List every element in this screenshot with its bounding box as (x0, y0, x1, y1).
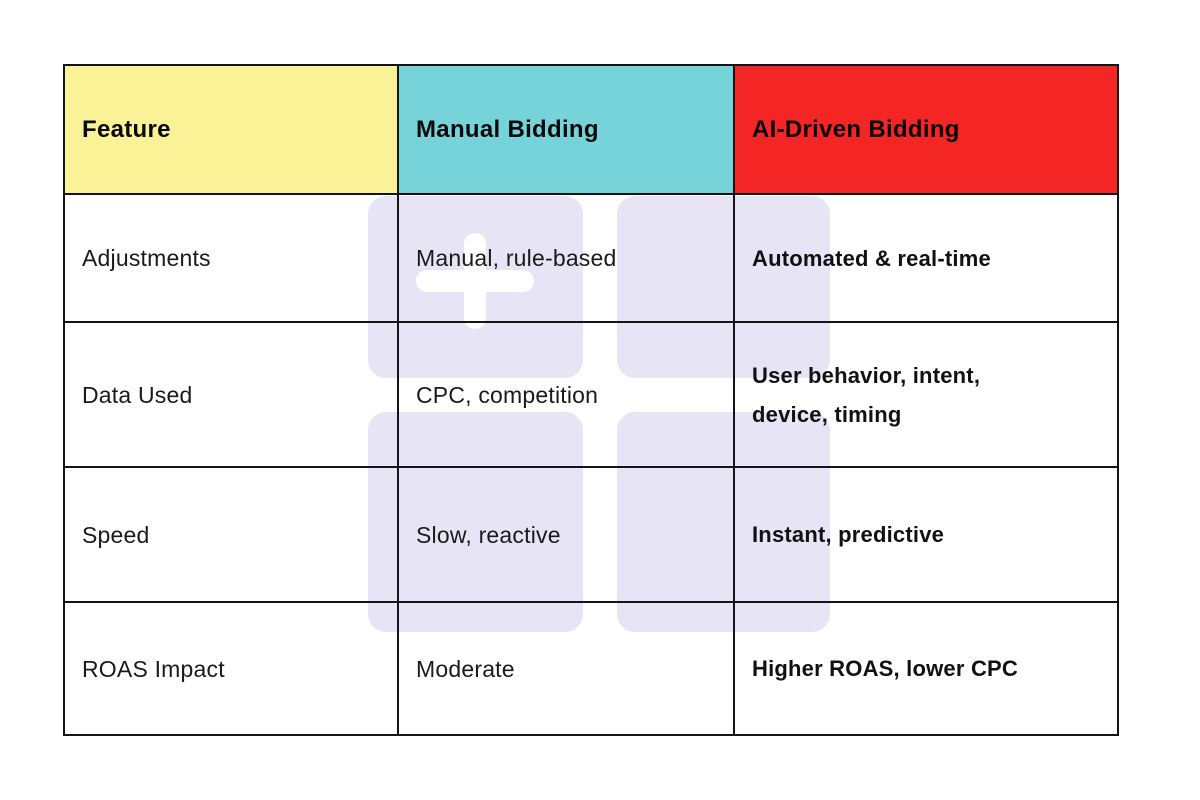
manual-cell: Manual, rule-based (399, 195, 735, 323)
calculator-watermark-icon (368, 196, 1018, 791)
minus-icon (930, 272, 1018, 285)
equals-icon (936, 716, 1010, 729)
feature-cell: Data Used (65, 323, 399, 468)
manual-cell: CPC, competition (399, 323, 735, 468)
ai-cell: Instant, predictive (735, 468, 1117, 603)
equals-icon (936, 753, 1010, 766)
watermark-equals-quadrant (617, 412, 1010, 766)
watermark-multiply-quadrant (368, 412, 583, 791)
feature-cell: ROAS Impact (65, 603, 399, 734)
ai-cell: Higher ROAS, lower CPC (752, 656, 1018, 681)
comparison-table: Feature Manual Bidding AI-Driven Bidding… (63, 64, 1119, 736)
feature-cell: Adjustments (65, 195, 399, 323)
header-cell-manual-bidding: Manual Bidding (399, 66, 735, 195)
watermark-minus-quadrant (617, 196, 1018, 378)
plus-icon (416, 270, 534, 292)
feature-cell: Speed (65, 468, 399, 603)
header-cell-ai-driven-bidding: AI-Driven Bidding (735, 66, 1117, 195)
header-cell-feature: Feature (65, 66, 399, 195)
ai-cell: Automated & real-time (735, 195, 1117, 323)
manual-cell: Slow, reactive (399, 468, 735, 603)
manual-cell: Moderate (399, 603, 735, 734)
watermark-plus-quadrant (368, 196, 583, 378)
ai-cell: User behavior, intent, device, timing (735, 323, 1117, 468)
